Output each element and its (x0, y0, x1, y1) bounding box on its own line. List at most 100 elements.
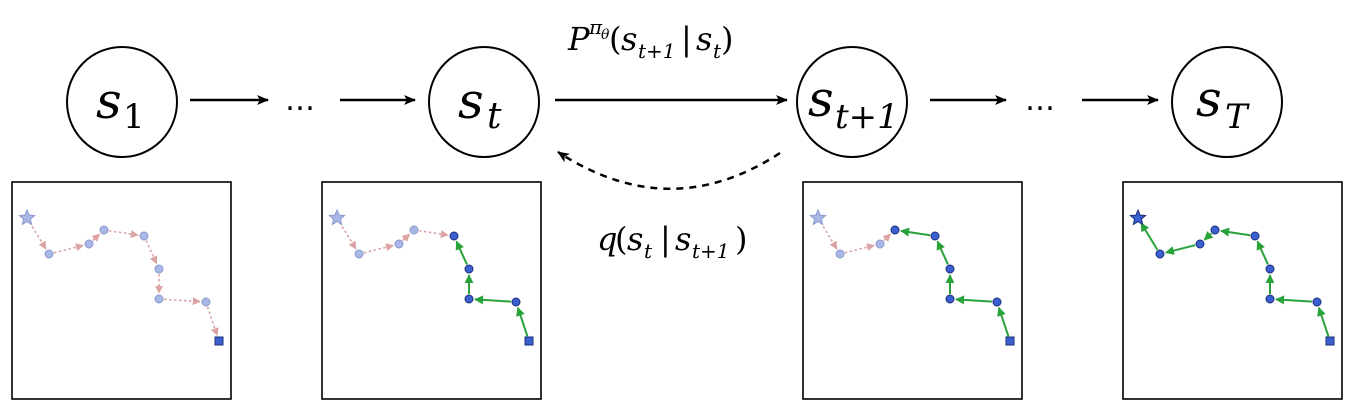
panel-T (1122, 181, 1343, 400)
state-st1-base: s (808, 70, 834, 128)
ghost-trajectory-node (154, 294, 164, 304)
active-trajectory-node (464, 294, 474, 304)
start-star-marker (18, 208, 36, 226)
ghost-trajectory-arrow (401, 233, 411, 242)
reverse-trajectory-arrow (1275, 295, 1313, 305)
trajectory-panels (11, 181, 1343, 400)
reverse-trajectory-arrow (1164, 244, 1196, 255)
goal-square-marker (1325, 336, 1335, 346)
reverse-trajectory-arrow (900, 227, 931, 237)
backward-transition-arrow (557, 150, 781, 190)
ghost-trajectory-node (354, 249, 364, 259)
active-trajectory-node (1195, 239, 1205, 249)
backward-label-close: ) (735, 220, 747, 258)
reverse-trajectory-arrow (1256, 240, 1269, 265)
ghost-trajectory-node (154, 264, 164, 274)
forward-label-close: ) (721, 20, 733, 58)
ghost-trajectory-arrow (819, 221, 838, 250)
forward-label-theta: θ (601, 27, 610, 43)
reverse-trajectory-arrow (516, 306, 529, 337)
goal-square-marker (214, 336, 224, 346)
ellipsis-left: … (285, 83, 315, 118)
ghost-trajectory-node (875, 239, 885, 249)
goal-square-marker (524, 336, 534, 346)
active-trajectory-node (930, 231, 940, 241)
backward-label-q: q (597, 220, 617, 258)
ghost-trajectory-node (201, 297, 211, 307)
reverse-trajectory-arrow (997, 306, 1010, 337)
goal-square-marker (1005, 336, 1015, 346)
backward-label-bar: | (660, 220, 671, 258)
start-star-marker (1129, 208, 1147, 226)
forward-transition-label: P π θ ( s t+1 | s t ) (567, 15, 733, 63)
panel-t (321, 181, 542, 400)
state-node-sT: s T (1171, 46, 1283, 158)
reverse-trajectory-arrow (955, 295, 993, 305)
reverse-trajectory-arrow (474, 295, 512, 305)
ghost-trajectory-arrow (145, 240, 158, 265)
state-node-s1: s 1 (66, 46, 178, 158)
backward-label-s2sub: t+1 (692, 239, 730, 263)
reverse-trajectory-arrow (936, 240, 949, 265)
ghost-trajectory-arrow (53, 243, 84, 254)
panel-frame (1122, 181, 1343, 400)
ghost-trajectory-arrow (338, 221, 357, 250)
ghost-trajectory-node (99, 225, 109, 235)
forward-label-open: ( (609, 20, 621, 58)
ghost-trajectory-node (394, 239, 404, 249)
ghost-trajectory-node (409, 225, 419, 235)
ghost-trajectory-arrow (206, 306, 219, 337)
active-trajectory-node (890, 225, 900, 235)
active-trajectory-node (464, 264, 474, 274)
reverse-trajectory-arrow (1140, 222, 1159, 251)
state-st-sub: t (487, 96, 502, 137)
ghost-trajectory-node (84, 239, 94, 249)
forward-label-s2: s (696, 20, 712, 58)
state-st-base: s (458, 72, 484, 130)
ghost-trajectory-arrow (844, 243, 875, 254)
active-trajectory-node (1312, 297, 1322, 307)
forward-label-s1: s (621, 20, 637, 58)
state-node-st1: s t+1 (796, 46, 908, 158)
forward-label-s2sub: t (713, 39, 722, 63)
ghost-trajectory-node (44, 249, 54, 259)
panel-frame (802, 181, 1023, 400)
state-s1-sub: 1 (123, 97, 145, 137)
active-trajectory-node (1155, 249, 1165, 259)
reverse-trajectory-arrow (455, 240, 468, 265)
ghost-trajectory-node (139, 231, 149, 241)
state-node-st: s t (428, 46, 540, 158)
ghost-trajectory-arrow (91, 233, 101, 242)
state-st1-sub: t+1 (835, 97, 899, 137)
forward-label-s1sub: t+1 (638, 39, 676, 63)
state-sT-sub: T (1225, 97, 1250, 137)
panel-1 (11, 181, 232, 400)
forward-label-bar: | (681, 20, 692, 58)
start-star-marker (328, 208, 346, 226)
active-trajectory-node (449, 231, 459, 241)
state-sT-base: s (1196, 70, 1222, 128)
panel-t1 (802, 181, 1023, 400)
active-trajectory-node (992, 297, 1002, 307)
forward-label-pi: π (588, 15, 603, 39)
ghost-trajectory-arrow (28, 221, 47, 250)
forward-label-P: P (567, 20, 590, 58)
reverse-trajectory-arrow (1220, 227, 1251, 237)
backward-transition-label: q ( s t | s t+1 ) (597, 220, 747, 263)
reverse-trajectory-arrow (1203, 231, 1214, 241)
ghost-trajectory-node (835, 249, 845, 259)
ellipsis-right: … (1025, 83, 1055, 118)
active-trajectory-node (1210, 225, 1220, 235)
backward-label-s1: s (627, 220, 643, 258)
backward-label-s1sub: t (644, 239, 653, 263)
backward-label-s2: s (675, 220, 691, 258)
active-trajectory-node (1265, 294, 1275, 304)
backward-label-open: ( (615, 220, 627, 258)
start-star-marker (809, 208, 827, 226)
ghost-trajectory-arrow (163, 297, 201, 306)
active-trajectory-node (945, 294, 955, 304)
active-trajectory-node (1265, 264, 1275, 274)
state-s1-base: s (96, 72, 122, 130)
ghost-trajectory-arrow (882, 233, 892, 242)
